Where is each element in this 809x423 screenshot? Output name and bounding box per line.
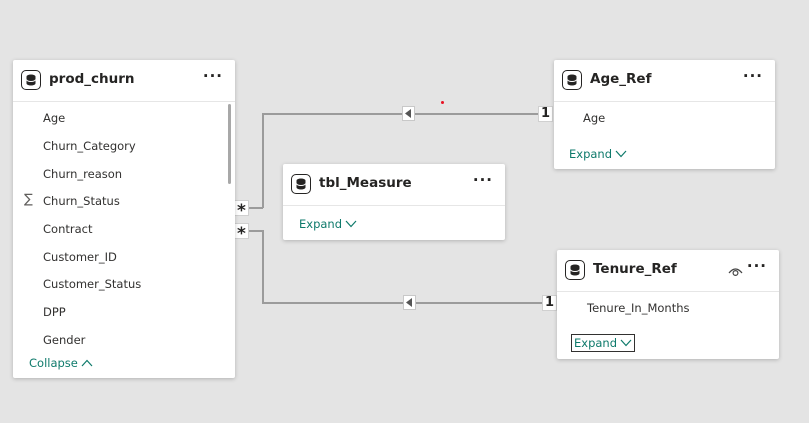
relationship-line-tenure[interactable] xyxy=(262,302,543,304)
many-cardinality-label: * xyxy=(235,201,248,221)
field-item[interactable]: Contract xyxy=(43,222,93,236)
relationship-line-age[interactable] xyxy=(262,113,264,208)
ellipsis-icon[interactable]: ··· xyxy=(202,67,223,85)
table-card-header[interactable]: Age_Ref ··· xyxy=(554,60,775,102)
expand-label: Expand xyxy=(569,147,613,161)
table-card-header[interactable]: tbl_Measure ··· xyxy=(283,164,505,206)
filter-direction-arrow-icon[interactable] xyxy=(402,106,415,121)
table-icon xyxy=(291,174,311,194)
table-card-header[interactable]: Tenure_Ref ··· xyxy=(557,250,779,292)
field-item[interactable]: Customer_Status xyxy=(43,277,142,291)
field-item[interactable]: Age xyxy=(43,111,66,125)
chevron-down-icon xyxy=(615,150,627,158)
red-marker xyxy=(441,101,444,104)
table-title: prod_churn xyxy=(49,71,135,87)
table-card-tbl-measure[interactable]: tbl_Measure ··· Expand xyxy=(283,164,505,240)
scrollbar[interactable] xyxy=(228,104,231,184)
relationship-line-age[interactable] xyxy=(248,207,263,209)
table-title: tbl_Measure xyxy=(319,175,412,191)
table-icon xyxy=(21,70,41,90)
ellipsis-icon[interactable]: ··· xyxy=(746,257,767,275)
expand-button[interactable]: Expand xyxy=(569,147,627,161)
chevron-down-icon xyxy=(620,339,632,347)
collapse-button[interactable]: Collapse xyxy=(29,356,93,370)
field-item[interactable]: Churn_reason xyxy=(43,167,123,181)
expand-label: Expand xyxy=(574,336,618,350)
collapse-label: Collapse xyxy=(29,356,78,370)
many-cardinality-label: * xyxy=(235,224,248,244)
ellipsis-icon[interactable]: ··· xyxy=(742,67,763,85)
relationship-line-age[interactable] xyxy=(262,113,539,115)
expand-button[interactable]: Expand xyxy=(571,334,636,352)
table-title: Tenure_Ref xyxy=(593,261,677,277)
filter-direction-arrow-icon[interactable] xyxy=(403,295,416,310)
ellipsis-icon[interactable]: ··· xyxy=(472,171,493,189)
table-card-age-ref[interactable]: Age_Ref ··· Age Expand xyxy=(554,60,775,169)
table-icon xyxy=(562,70,582,90)
field-item[interactable]: Customer_ID xyxy=(43,250,117,264)
table-title: Age_Ref xyxy=(590,71,652,87)
chevron-up-icon xyxy=(81,359,93,367)
chevron-down-icon xyxy=(345,220,357,228)
sigma-icon: ∑ xyxy=(24,192,33,207)
relationship-line-tenure[interactable] xyxy=(248,230,263,232)
field-item[interactable]: Age xyxy=(583,111,606,125)
field-item[interactable]: DPP xyxy=(43,305,66,319)
table-card-header[interactable]: prod_churn ··· xyxy=(13,60,235,102)
field-item[interactable]: Tenure_In_Months xyxy=(587,301,690,315)
field-item[interactable]: Churn_Status xyxy=(43,194,120,208)
relationship-line-tenure[interactable] xyxy=(262,230,264,303)
table-card-tenure-ref[interactable]: Tenure_Ref ··· Tenure_In_Months Expand xyxy=(557,250,779,359)
expand-button[interactable]: Expand xyxy=(299,217,357,231)
eye-hidden-icon[interactable] xyxy=(728,263,743,282)
one-cardinality-label: 1 xyxy=(539,106,552,121)
field-item[interactable]: Churn_Category xyxy=(43,139,136,153)
one-cardinality-label: 1 xyxy=(543,295,556,310)
table-card-prod-churn[interactable]: prod_churn ··· Age Churn_Category Churn_… xyxy=(13,60,235,378)
table-icon xyxy=(565,260,585,280)
expand-label: Expand xyxy=(299,217,343,231)
field-item[interactable]: Gender xyxy=(43,333,86,347)
